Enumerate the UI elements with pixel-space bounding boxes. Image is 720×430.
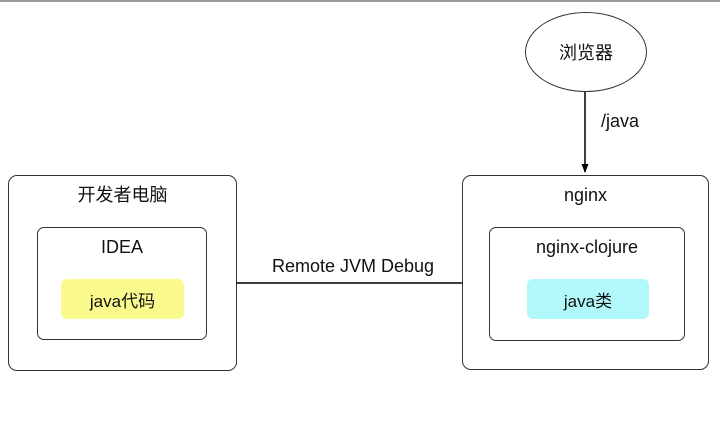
idea-node: IDEA java代码 bbox=[37, 227, 207, 340]
java-code-label: java代码 bbox=[89, 291, 156, 311]
dev-computer-node: 开发者电脑 IDEA java代码 bbox=[8, 175, 237, 371]
nginx-clojure-label: nginx-clojure bbox=[535, 237, 639, 257]
nginx-clojure-node: nginx-clojure java类 bbox=[489, 227, 685, 341]
browser-node: 浏览器 bbox=[525, 12, 647, 92]
browser-label: 浏览器 bbox=[559, 43, 613, 63]
nginx-label: nginx bbox=[563, 185, 608, 205]
java-code-chip: java代码 bbox=[61, 279, 184, 319]
dev-computer-label: 开发者电脑 bbox=[77, 185, 168, 205]
java-class-chip: java类 bbox=[527, 279, 649, 319]
top-divider bbox=[0, 0, 720, 2]
debug-edge-label: Remote JVM Debug bbox=[271, 256, 435, 276]
idea-label: IDEA bbox=[100, 237, 143, 257]
request-edge-label: /java bbox=[601, 111, 640, 131]
java-class-label: java类 bbox=[563, 291, 613, 311]
nginx-node: nginx nginx-clojure java类 bbox=[462, 175, 709, 370]
